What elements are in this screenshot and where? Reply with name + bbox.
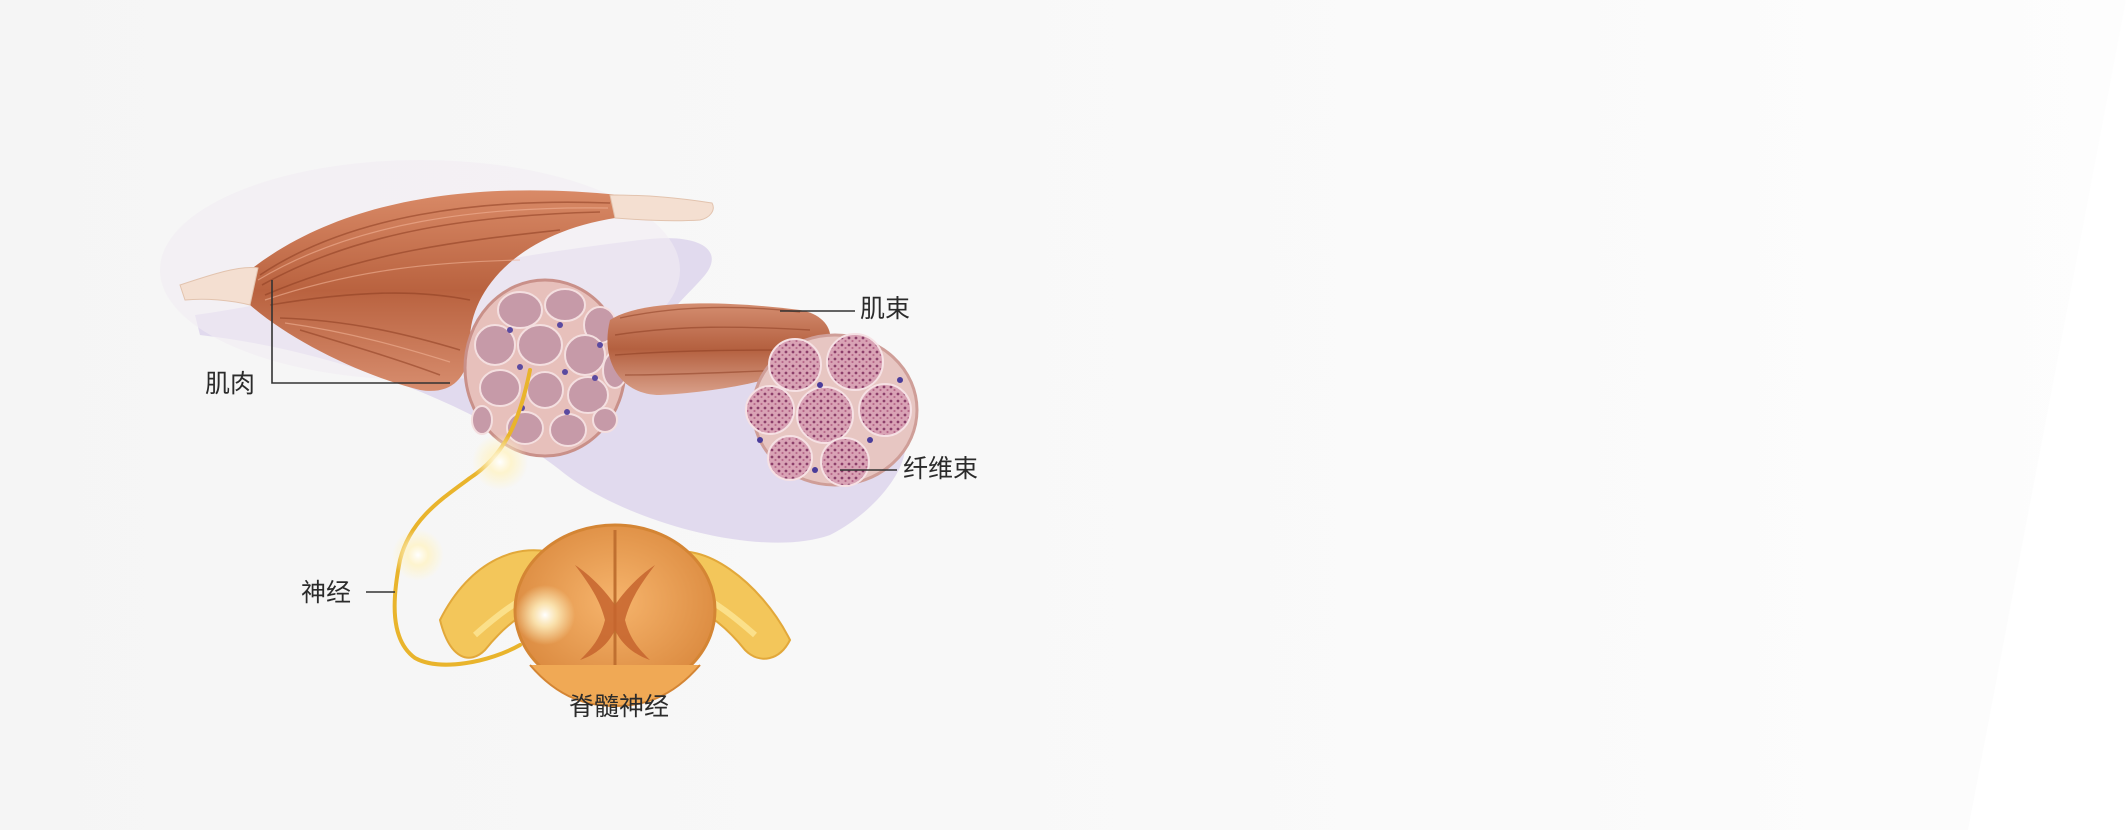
spinal-cord	[438, 523, 792, 708]
muscle-belly	[250, 190, 651, 391]
fiber-bundles	[745, 333, 912, 487]
tendon-right	[609, 194, 714, 222]
label-muscle: 肌肉	[205, 369, 256, 398]
label-fiber-bundle: 纤维束	[903, 454, 979, 483]
fascicle-cells-large	[471, 288, 628, 447]
leader-muscle	[271, 280, 450, 384]
tendon-left	[179, 266, 259, 306]
leader-lines	[271, 280, 897, 593]
label-fascicle: 肌束	[860, 294, 911, 323]
label-nerve: 神经	[301, 578, 352, 607]
label-spinal-nerve: 脊髓神经	[569, 692, 670, 721]
